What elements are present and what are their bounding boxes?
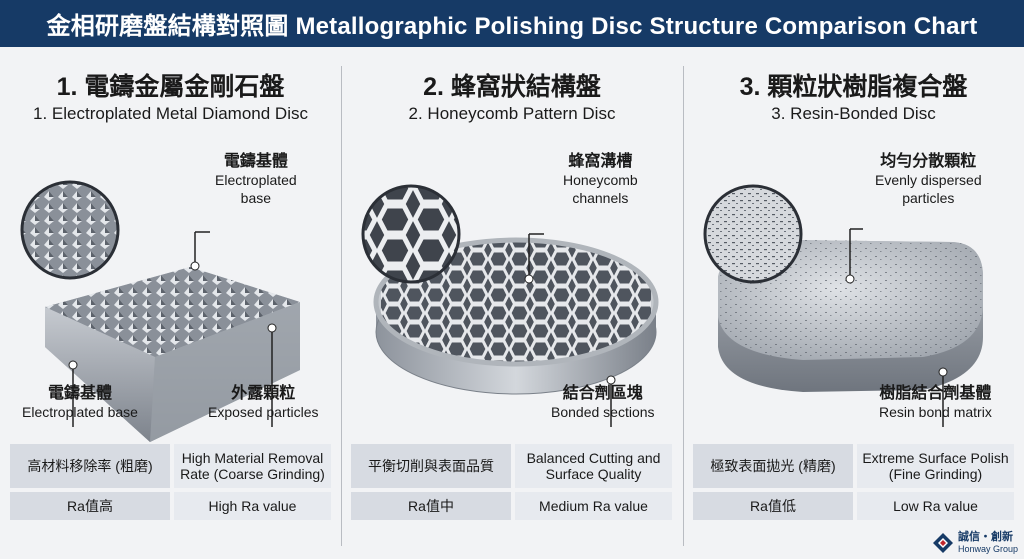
feature-cell-zh: 極致表面拋光 (精磨) bbox=[693, 444, 853, 488]
table-row: Ra值中 Medium Ra value bbox=[351, 492, 672, 520]
resin-disc-image bbox=[703, 184, 983, 427]
column-title-zh: 3. 顆粒狀樹脂複合盤 bbox=[739, 73, 968, 101]
feature-cell-zh: 高材料移除率 (粗磨) bbox=[10, 444, 170, 488]
column-divider bbox=[683, 66, 684, 546]
resin-disc-column: 3. 顆粒狀樹脂複合盤 3. Resin-Bonded Disc bbox=[683, 47, 1024, 559]
comparison-table: 極致表面拋光 (精磨) Extreme Surface Polish(Fine … bbox=[693, 444, 1014, 524]
column-title-en: 1. Electroplated Metal Diamond Disc bbox=[33, 104, 308, 123]
label-resin-matrix: 樹脂結合劑基體 Resin bond matrix bbox=[879, 385, 992, 420]
ra-cell-zh: Ra值低 bbox=[693, 492, 853, 520]
honeycomb-disc-image bbox=[361, 184, 659, 427]
ra-cell-en: Low Ra value bbox=[857, 492, 1014, 520]
electroplated-disc-illustration bbox=[0, 142, 341, 442]
label-dispersed-particles: 均勻分散顆粒 Evenly dispersed particles bbox=[875, 153, 982, 206]
table-row: Ra值低 Low Ra value bbox=[693, 492, 1014, 520]
chart-title: 金相研磨盤結構對照圖 Metallographic Polishing Disc… bbox=[46, 13, 978, 40]
electroplated-disc-column: 1. 電鑄金屬金剛石盤 1. Electroplated Metal Diamo… bbox=[0, 47, 341, 559]
resin-disc-illustration bbox=[683, 142, 1024, 442]
column-title-en: 3. Resin-Bonded Disc bbox=[771, 104, 936, 123]
chart-header: 金相研磨盤結構對照圖 Metallographic Polishing Disc… bbox=[0, 0, 1024, 47]
feature-cell-en: Extreme Surface Polish(Fine Grinding) bbox=[857, 444, 1014, 488]
ra-cell-en: Medium Ra value bbox=[515, 492, 672, 520]
feature-cell-zh: 平衡切削與表面品質 bbox=[351, 444, 511, 488]
honeycomb-disc-illustration bbox=[341, 142, 683, 442]
label-bonded-sections: 結合劑區塊 Bonded sections bbox=[551, 385, 655, 420]
label-exposed-particles: 外露顆粒 Exposed particles bbox=[208, 385, 319, 420]
label-electroplated-base-top: 電鑄基體 Electroplated base bbox=[215, 153, 297, 206]
table-row: 極致表面拋光 (精磨) Extreme Surface Polish(Fine … bbox=[693, 444, 1014, 488]
column-title-zh: 2. 蜂窩狀結構盤 bbox=[423, 73, 601, 101]
logo-icon bbox=[932, 533, 953, 553]
logo-name-en: Honway Group bbox=[957, 544, 1018, 554]
ra-cell-en: High Ra value bbox=[174, 492, 331, 520]
column-divider bbox=[341, 66, 342, 546]
column-title-en: 2. Honeycomb Pattern Disc bbox=[408, 104, 616, 123]
company-logo: 誠信・創新 Honway Group bbox=[932, 531, 1018, 555]
ra-cell-zh: Ra值高 bbox=[10, 492, 170, 520]
label-electroplated-base: 電鑄基體 Electroplated base bbox=[22, 385, 138, 420]
electroplated-disc-image bbox=[20, 180, 300, 442]
table-row: Ra值高 High Ra value bbox=[10, 492, 331, 520]
logo-name-zh: 誠信・創新 bbox=[957, 531, 1013, 543]
column-title-zh: 1. 電鑄金屬金剛石盤 bbox=[56, 73, 285, 101]
ra-cell-zh: Ra值中 bbox=[351, 492, 511, 520]
honeycomb-disc-column: 2. 蜂窩狀結構盤 2. Honeycomb Pattern Disc bbox=[341, 47, 683, 559]
label-honeycomb-channels: 蜂窩溝槽 Honeycomb channels bbox=[563, 153, 638, 206]
